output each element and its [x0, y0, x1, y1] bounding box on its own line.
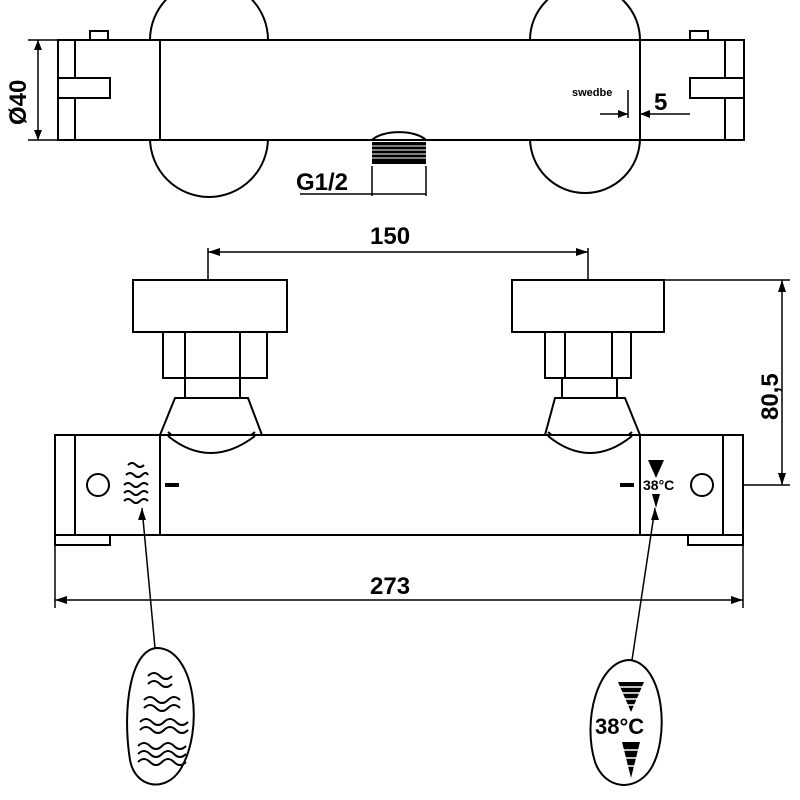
length-label: 273	[370, 573, 410, 600]
diameter-label: Ø40	[5, 80, 32, 125]
temp-label-large: 38°C	[595, 714, 644, 739]
temp-label-small: 38°C	[643, 477, 674, 493]
cone-icon-small	[648, 460, 664, 478]
waves-icon-small	[123, 462, 149, 504]
thread-icon	[372, 142, 426, 164]
minus-left-icon	[165, 483, 179, 487]
height-label: 80,5	[757, 373, 784, 420]
cone-icon-large	[618, 682, 644, 778]
waves-icon-large	[137, 672, 189, 766]
left-handle	[57, 77, 111, 99]
centers-label: 150	[370, 223, 410, 250]
front-view: 150	[54, 223, 790, 608]
minus-right-icon	[620, 483, 634, 487]
top-view: G1/2 Ø40 swedbe 5	[5, 0, 745, 198]
right-callout: 38°C	[589, 507, 663, 786]
left-callout	[126, 507, 195, 786]
top-body	[57, 39, 745, 141]
thread-label: G1/2	[296, 169, 348, 196]
right-handle	[689, 77, 745, 99]
offset-label: 5	[654, 89, 667, 116]
brand-label: swedbe	[572, 87, 612, 99]
